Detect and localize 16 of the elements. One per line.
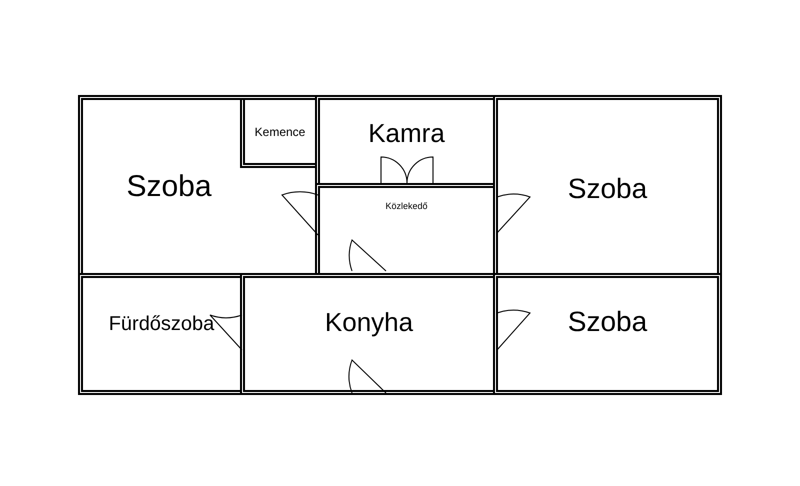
room-name: Konyha: [324, 306, 414, 338]
room: [240, 100, 315, 168]
room-name: Kemence: [254, 124, 306, 138]
room: [315, 183, 493, 273]
room-name: Szoba: [568, 172, 648, 204]
room: [315, 95, 493, 183]
room: [493, 95, 722, 273]
room: [240, 273, 493, 395]
room-name: Közlekedő: [385, 200, 428, 210]
room-name: Szoba: [126, 170, 212, 204]
room: [78, 273, 240, 395]
room-name: Szoba: [568, 306, 648, 338]
room-name: Kamra: [368, 118, 445, 149]
room: [78, 95, 315, 273]
room-name: Fürdőszoba: [108, 312, 214, 336]
room: [493, 273, 722, 395]
